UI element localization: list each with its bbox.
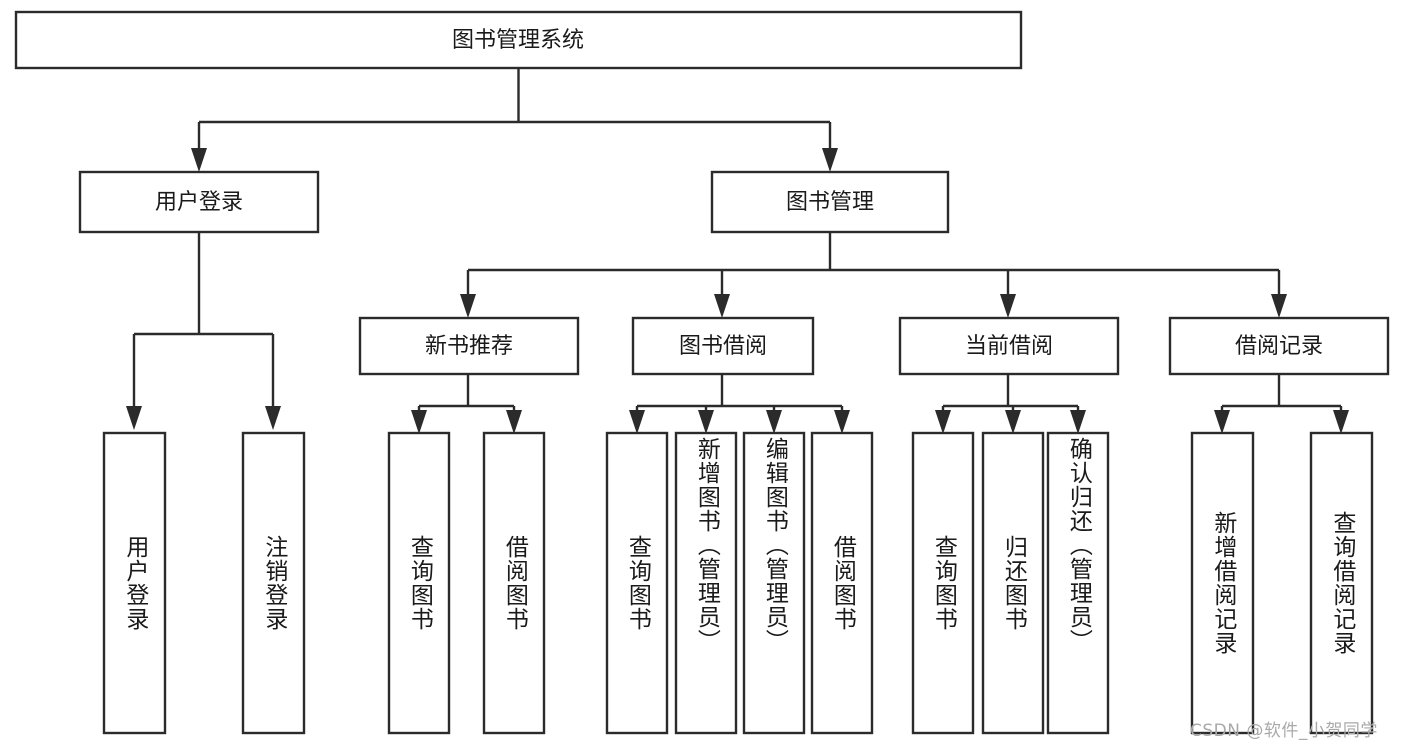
connector-user-login-to-leaves xyxy=(126,232,281,430)
connector-book-manage-to-level3 xyxy=(460,232,1287,318)
connector-borrow-record-to-leaves xyxy=(1214,374,1349,434)
leaf-box-bb-edit-book-admin[interactable] xyxy=(742,431,806,735)
node-borrow-record[interactable]: 借阅记录 xyxy=(1168,316,1390,376)
leaf-box-nb-query-book[interactable] xyxy=(387,431,451,735)
connector-book-borrow-to-leaves xyxy=(629,374,850,434)
node-label: 当前借阅 xyxy=(965,334,1053,359)
connector-new-book-to-leaves xyxy=(411,374,522,434)
node-book-borrow[interactable]: 图书借阅 xyxy=(631,316,815,376)
connector-root-to-level2 xyxy=(191,68,838,172)
node-label: 新书推荐 xyxy=(425,334,513,359)
leaf-box-cb-confirm-return-admin[interactable] xyxy=(1046,431,1110,735)
leaf-box-logout-login[interactable] xyxy=(241,431,306,735)
leaf-box-nb-borrow-book[interactable] xyxy=(482,431,546,735)
node-label: 借阅记录 xyxy=(1235,334,1323,359)
leaf-box-bb-borrow-book[interactable] xyxy=(810,431,874,735)
node-root-book-management-system[interactable]: 图书管理系统 xyxy=(14,10,1023,70)
leaf-box-bb-query-book[interactable] xyxy=(605,431,669,735)
leaf-box-user-login[interactable] xyxy=(102,431,167,735)
leaf-box-br-query-record[interactable] xyxy=(1309,431,1374,735)
leaf-box-br-add-record[interactable] xyxy=(1190,431,1255,735)
node-book-management[interactable]: 图书管理 xyxy=(710,170,950,234)
node-label: 图书管理 xyxy=(786,190,874,215)
node-new-book-recommend[interactable]: 新书推荐 xyxy=(358,316,580,376)
leaf-box-cb-query-book[interactable] xyxy=(911,431,975,735)
node-user-login[interactable]: 用户登录 xyxy=(78,170,320,234)
connector-current-borrow-to-leaves xyxy=(935,374,1086,434)
node-label: 图书借阅 xyxy=(679,334,767,359)
watermark-csdn: CSDN @软件_小贺同学 xyxy=(1190,721,1378,741)
leaf-box-bb-add-book-admin[interactable] xyxy=(674,431,738,735)
node-current-borrow[interactable]: 当前借阅 xyxy=(898,316,1120,376)
node-label: 图书管理系统 xyxy=(452,28,584,53)
node-label: 用户登录 xyxy=(155,190,243,215)
leaf-box-cb-return-book[interactable] xyxy=(981,431,1045,735)
